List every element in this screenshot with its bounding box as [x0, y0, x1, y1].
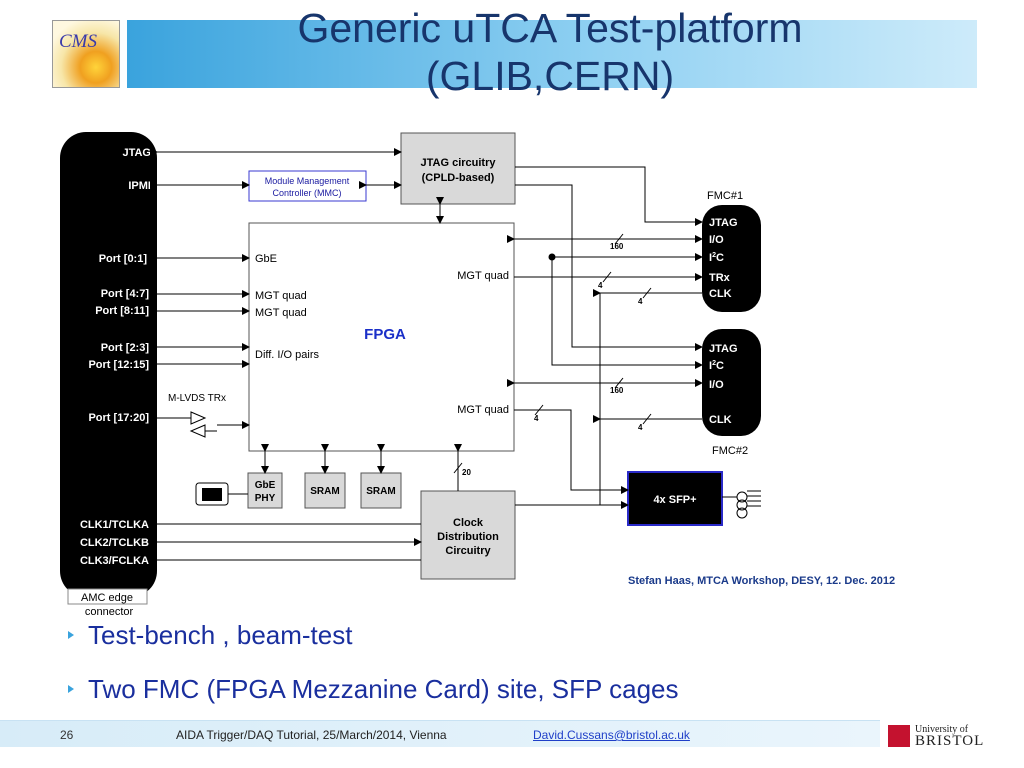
bus-width-4-c: 4	[534, 414, 539, 423]
bus-width-160-a: 160	[610, 242, 624, 251]
connector-label-port-4-7: Port [4:7]	[101, 288, 150, 300]
title-line-2: (GLIB,CERN)	[425, 53, 675, 99]
fpga-title: FPGA	[364, 326, 406, 343]
cms-logo-text: CMS	[59, 31, 97, 52]
bus-width-4-b: 4	[638, 297, 643, 306]
footer-conference: AIDA Trigger/DAQ Tutorial, 25/March/2014…	[176, 728, 447, 742]
amc-connector-block	[60, 132, 157, 597]
mmc-label-line-2: Controller (MMC)	[272, 188, 341, 198]
mlvds-transceiver-icon	[179, 411, 217, 438]
title-line-1: Generic uTCA Test-platform	[297, 5, 803, 51]
cms-logo: CMS	[52, 20, 120, 88]
bullet-arrow-icon	[68, 685, 74, 693]
fmc2-clk: CLK	[709, 414, 732, 426]
connector-label-ipmi: IPMI	[128, 180, 151, 192]
connector-label-port-0-1: Port [0:1]	[99, 253, 148, 265]
fmc2-i2c: I2C	[709, 360, 724, 372]
title-band	[127, 20, 977, 88]
fpga-diff-io-label: Diff. I/O pairs	[255, 349, 319, 361]
fmc1-io: I/O	[709, 234, 724, 246]
connector-label: connector	[85, 606, 134, 618]
footer-bar: 26 AIDA Trigger/DAQ Tutorial, 25/March/2…	[0, 720, 880, 747]
slide-title: Generic uTCA Test-platform (GLIB,CERN)	[160, 4, 940, 100]
wire-mgt-sfp	[514, 409, 629, 494]
footer-email-link[interactable]: David.Cussans@bristol.ac.uk	[533, 728, 690, 742]
amc-edge-label-box	[67, 588, 148, 605]
fmc1-block	[702, 205, 761, 312]
jtag-circuitry-block	[400, 132, 516, 205]
sfp-block	[627, 471, 723, 526]
gbe-phy-block	[247, 472, 283, 509]
fmc1-jtag: JTAG	[709, 217, 738, 229]
mlvds-label: M-LVDS TRx	[168, 393, 226, 404]
connector-label-jtag: JTAG	[122, 147, 151, 159]
bristol-logo-line-2: BRISTOL	[915, 733, 985, 749]
bullet-text: Two FMC (FPGA Mezzanine Card) site, SFP …	[88, 674, 679, 704]
fpga-mgt-quad-right-1-label: MGT quad	[457, 270, 509, 282]
bullet-item: Two FMC (FPGA Mezzanine Card) site, SFP …	[62, 674, 678, 704]
wire-clock-fmc	[515, 293, 601, 506]
glib-block-diagram: JTAG IPMI Port [0:1] Port [4:7] Port [8:…	[60, 132, 761, 618]
bristol-logo-line-1: University of	[915, 724, 969, 735]
bristol-crest-icon	[888, 725, 910, 747]
bullet-item: Test-bench , beam-test	[62, 620, 678, 650]
sram-label-1: SRAM	[310, 486, 339, 497]
bus-width-160-b: 160	[610, 386, 624, 395]
clock-label-line-2: Distribution	[437, 531, 499, 543]
source-credit: Stefan Haas, MTCA Workshop, DESY, 12. De…	[628, 575, 896, 587]
gbe-phy-line-2: PHY	[255, 493, 276, 504]
bus-width-4-d: 4	[638, 423, 643, 432]
sfp-fiber-icon	[736, 490, 761, 519]
fmc1-label: FMC#1	[707, 190, 743, 202]
sram-label-2: SRAM	[366, 486, 395, 497]
bus-width-4-a: 4	[598, 281, 603, 290]
fmc2-io: I/O	[709, 379, 724, 391]
connector-label-port-17-20: Port [17:20]	[88, 412, 149, 424]
fmc2-block	[702, 329, 761, 436]
bullet-list: Test-bench , beam-test Two FMC (FPGA Mez…	[62, 620, 678, 728]
fmc1-clk: CLK	[709, 288, 732, 300]
gbe-phy-line-1: GbE	[255, 480, 276, 491]
wire-i2c-bus	[551, 257, 703, 369]
jtag-circuitry-line-2: (CPLD-based)	[422, 172, 495, 184]
fpga-block	[248, 222, 515, 452]
jtag-circuitry-line-1: JTAG circuitry	[421, 157, 497, 169]
fpga-gbe-label: GbE	[255, 253, 277, 265]
bristol-logo: University of BRISTOL	[888, 723, 988, 751]
sfp-label: 4x SFP+	[653, 494, 696, 506]
bullet-text: Test-bench , beam-test	[88, 620, 353, 650]
bus-width-20: 20	[462, 468, 471, 477]
fpga-mgt-quad-2-label: MGT quad	[255, 307, 307, 319]
clock-distribution-block	[420, 490, 516, 580]
sram-block-1	[304, 472, 346, 509]
fpga-mgt-quad-right-2-label: MGT quad	[457, 404, 509, 416]
connector-label-port-12-15: Port [12:15]	[88, 359, 149, 371]
fmc1-i2c: I2C	[709, 252, 724, 264]
fmc2-label: FMC#2	[712, 445, 748, 457]
fmc1-trx: TRx	[709, 272, 731, 284]
connector-label-clk1: CLK1/TCLKA	[80, 519, 149, 531]
sram-block-2	[360, 472, 402, 509]
ethernet-jack-port	[202, 488, 222, 501]
bullet-arrow-icon	[68, 631, 74, 639]
junction-dot	[548, 253, 556, 261]
mmc-label-line-1: Module Management	[265, 176, 350, 186]
fmc2-jtag: JTAG	[709, 343, 738, 355]
wire-jtag-fmc1	[515, 166, 703, 226]
wire-jtag-fmc2	[515, 184, 703, 351]
connector-label-port-2-3: Port [2:3]	[101, 342, 150, 354]
connector-label-clk2: CLK2/TCLKB	[80, 537, 149, 549]
connector-label-port-8-11: Port [8:11]	[95, 305, 149, 317]
fpga-mgt-quad-1-label: MGT quad	[255, 290, 307, 302]
amc-edge-label: AMC edge	[81, 592, 133, 604]
clock-label-line-3: Circuitry	[445, 545, 491, 557]
page-number: 26	[60, 728, 74, 742]
clock-label-line-1: Clock	[453, 517, 484, 529]
connector-label-clk3: CLK3/FCLKA	[80, 555, 149, 567]
